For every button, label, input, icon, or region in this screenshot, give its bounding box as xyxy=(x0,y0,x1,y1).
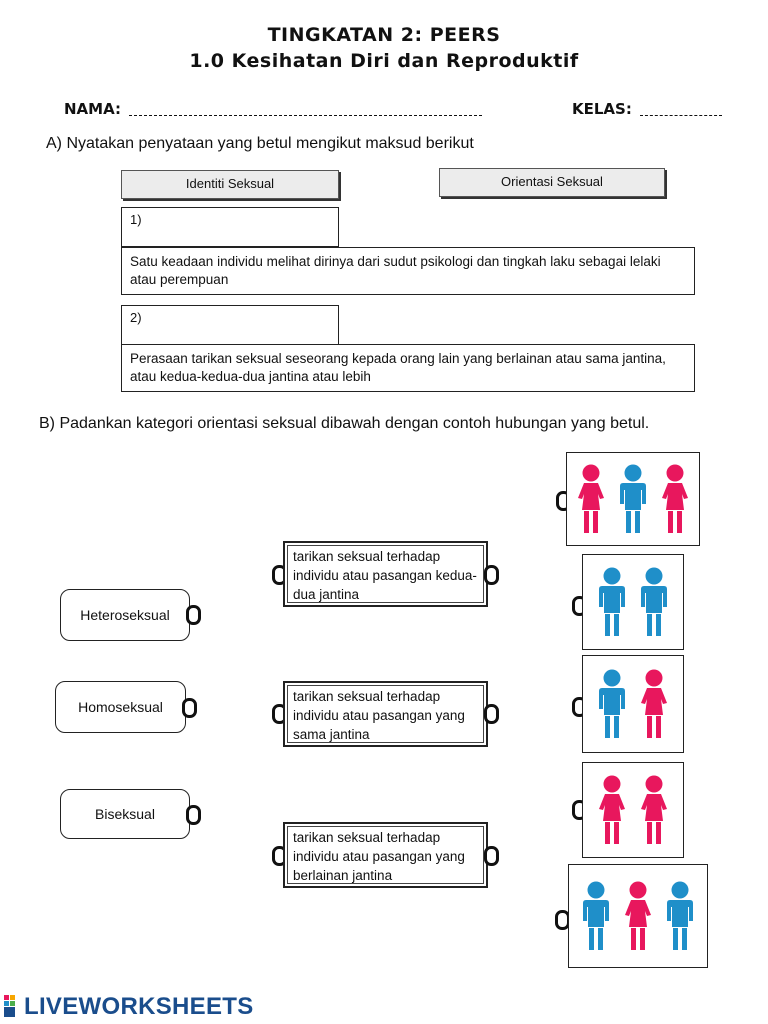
image-group-4 xyxy=(582,762,684,858)
connector-homoseksual[interactable] xyxy=(182,698,197,718)
worksheet-title: TINGKATAN 2: PEERS xyxy=(267,24,501,46)
people-figures xyxy=(599,567,667,636)
connector-heteroseksual[interactable] xyxy=(186,605,201,625)
male-figure-icon xyxy=(583,881,609,950)
people-figures xyxy=(599,775,667,844)
female-figure-icon xyxy=(599,775,625,844)
description-text-3: tarikan seksual terhadap individu atau p… xyxy=(293,830,465,883)
image-group-5 xyxy=(568,864,708,968)
kelas-label: KELAS: xyxy=(572,100,632,118)
nama-label: NAMA: xyxy=(64,100,121,118)
description-sama-jantina: tarikan seksual terhadap individu atau p… xyxy=(283,681,488,747)
male-figure-icon xyxy=(599,567,625,636)
connector-desc-right-1[interactable] xyxy=(484,565,499,585)
male-figure-icon xyxy=(641,567,667,636)
people-figures xyxy=(578,464,688,533)
male-figure-icon xyxy=(667,881,693,950)
female-figure-icon xyxy=(641,669,667,738)
description-kedua-dua: tarikan seksual terhadap individu atau p… xyxy=(283,541,488,607)
connector-desc-right-2[interactable] xyxy=(484,704,499,724)
female-figure-icon xyxy=(625,881,651,950)
category-biseksual: Biseksual xyxy=(60,789,190,839)
definition-1: Satu keadaan individu melihat dirinya da… xyxy=(121,247,695,295)
worksheet-subtitle: 1.0 Kesihatan Diri dan Reproduktif xyxy=(189,50,579,72)
image-group-1 xyxy=(566,452,700,546)
answer-number-1: 1) xyxy=(130,212,142,227)
option-orientasi-seksual: Orientasi Seksual xyxy=(439,168,665,197)
description-berlainan-jantina: tarikan seksual terhadap individu atau p… xyxy=(283,822,488,888)
answer-box-2[interactable]: 2) xyxy=(121,305,339,345)
answer-box-1[interactable]: 1) xyxy=(121,207,339,247)
female-figure-icon xyxy=(641,775,667,844)
people-figures xyxy=(599,669,667,738)
definition-2: Perasaan tarikan seksual seseorang kepad… xyxy=(121,344,695,392)
connector-biseksual[interactable] xyxy=(186,805,201,825)
option-identiti-seksual: Identiti Seksual xyxy=(121,170,339,199)
answer-number-2: 2) xyxy=(130,310,142,325)
nama-input-line[interactable] xyxy=(128,103,482,116)
liveworksheets-logo: LIVEWORKSHEETS xyxy=(4,993,254,1021)
image-group-2 xyxy=(582,554,684,650)
kelas-input-line[interactable] xyxy=(639,103,722,116)
kelas-field: KELAS: xyxy=(572,100,722,118)
description-text-2: tarikan seksual terhadap individu atau p… xyxy=(293,689,465,742)
logo-text: LIVEWORKSHEETS xyxy=(24,993,254,1020)
description-text-1: tarikan seksual terhadap individu atau p… xyxy=(293,549,477,602)
female-figure-icon xyxy=(578,464,604,533)
category-heteroseksual: Heteroseksual xyxy=(60,589,190,641)
male-figure-icon xyxy=(599,669,625,738)
connector-desc-right-3[interactable] xyxy=(484,846,499,866)
male-figure-icon xyxy=(620,464,646,533)
category-homoseksual: Homoseksual xyxy=(55,681,186,733)
people-figures xyxy=(583,881,693,950)
nama-field: NAMA: xyxy=(64,100,482,118)
image-group-3 xyxy=(582,655,684,753)
question-a: A) Nyatakan penyataan yang betul mengiku… xyxy=(46,135,474,152)
question-b: B) Padankan kategori orientasi seksual d… xyxy=(39,415,650,432)
female-figure-icon xyxy=(662,464,688,533)
logo-icon xyxy=(4,995,15,1017)
